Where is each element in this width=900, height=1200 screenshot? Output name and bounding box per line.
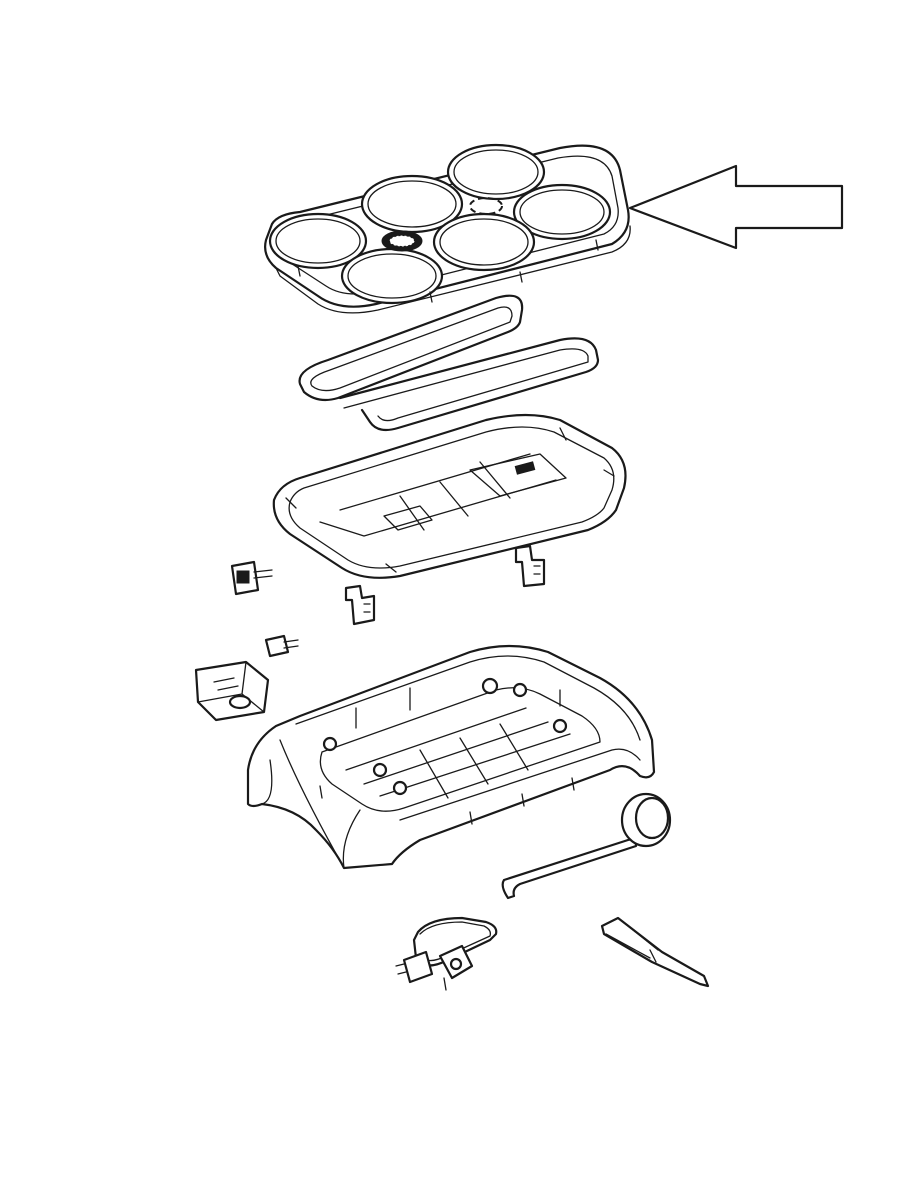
- reflector-tray: [272, 413, 627, 579]
- plate-well: [512, 183, 612, 241]
- plate-rotation-symbol: [469, 197, 503, 215]
- plate-well: [432, 212, 536, 272]
- bracket-left: [230, 560, 273, 596]
- thermostat: [264, 634, 299, 658]
- plate-well: [360, 174, 464, 234]
- plate-well: [340, 247, 444, 305]
- base-housing: [246, 644, 656, 870]
- bracket-right: [514, 544, 546, 588]
- pointer-arrow: [628, 164, 844, 250]
- power-cord: [395, 916, 498, 991]
- heating-element: [298, 294, 600, 432]
- spreader-tool: [501, 792, 672, 900]
- plate-well: [446, 143, 546, 201]
- crepe-plate: [264, 143, 631, 314]
- bracket-center: [344, 584, 376, 626]
- spatula: [600, 916, 710, 988]
- plate-center-knob: [381, 230, 423, 252]
- plate-well: [268, 212, 368, 270]
- switch-box: [194, 660, 270, 722]
